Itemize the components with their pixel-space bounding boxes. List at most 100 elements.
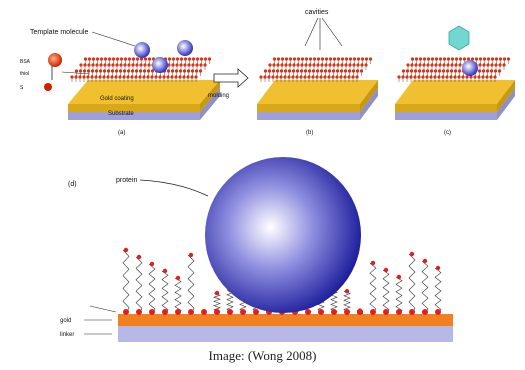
sam-head [284,63,288,67]
sam-head [167,57,172,61]
sam-head [191,57,196,61]
sam-head [175,57,180,61]
sam-head [275,75,279,79]
sam-head [150,69,155,73]
sam-head [187,57,192,61]
sam-head [90,69,95,73]
sam-head [283,69,288,73]
sam-head [300,63,304,67]
sam-head [340,57,345,61]
sam-head [320,63,324,67]
sam-head [450,63,454,67]
template-molecule-label: Template molecule [30,29,88,36]
chain-head [383,267,389,273]
sam-head [171,57,176,61]
sam-head [458,63,462,67]
sam-head [195,63,199,67]
sam-head [86,69,91,73]
sam-head [410,63,414,67]
sam-head [178,75,182,79]
sam-head [442,57,447,61]
molding-arrow: molding [208,68,249,99]
sam-head [122,75,126,79]
sam-head [139,57,144,61]
sam-head [324,57,329,61]
sam-head [135,57,140,61]
sam-head [485,75,489,79]
sam-head [303,69,308,73]
sam-head [87,63,91,67]
sam-head [300,57,305,61]
sam-head [279,69,284,73]
sam-head [74,75,78,79]
sam-head [414,57,419,61]
panel-a-label: (a) [118,130,125,136]
sam-head [179,57,184,61]
sam-head [195,57,200,61]
sam-head [409,69,414,73]
sam-head [83,63,87,67]
sam-head [154,75,158,79]
sam-head [438,63,442,67]
chain-head [409,251,415,257]
sam-head [445,69,450,73]
sam-head [95,57,100,61]
sam-head [102,75,106,79]
sam-head [271,69,276,73]
image-caption: Image: (Wong 2008) [208,348,317,363]
sam-head [115,63,119,67]
panel-a: Template molecule BSA thiol S Gold coati… [20,29,220,136]
sam-head [332,63,336,67]
anchor-dot [409,309,415,315]
template-protein-a3 [152,57,168,73]
sam-head [291,69,296,73]
sam-head [324,63,328,67]
chain-head [396,274,402,280]
sam-head [292,57,297,61]
sam-head [343,69,348,73]
sam-head [352,63,356,67]
sam-layer-b [259,57,373,82]
sam-head [327,69,332,73]
sam-head [131,57,136,61]
sam-head [498,57,503,61]
sam-head [453,75,457,79]
sam-head [453,69,458,73]
sam-head [162,75,166,79]
sam-head [130,75,134,79]
sam-head [445,75,449,79]
sam-head [146,69,151,73]
sam-head [315,75,319,79]
chain-head [162,268,168,274]
sam-head [319,75,323,79]
sam-head [135,63,139,67]
sam-head [477,69,482,73]
sam-head [295,69,300,73]
sam-head [490,63,494,67]
sam-head [344,63,348,67]
sam-head [78,69,83,73]
sam-head [299,75,303,79]
sam-head [142,69,147,73]
sam-head [111,57,116,61]
anchor-dot [136,309,142,315]
chain-head [435,265,441,271]
sam-head [271,75,275,79]
sam-head [414,63,418,67]
sam-head [187,63,191,67]
sam-head [304,63,308,67]
sam-head [339,69,344,73]
anchor-dot [422,309,428,315]
sam-head [259,75,263,79]
sam-head [186,75,190,79]
sam-head [449,69,454,73]
sam-head [110,75,114,79]
sam-head [291,75,295,79]
sam-head [170,75,174,79]
sam-head [272,63,276,67]
sam-head [417,69,422,73]
protein-sphere [205,157,361,313]
sam-head [276,63,280,67]
sam-head [171,63,175,67]
gold-bar [118,314,453,326]
